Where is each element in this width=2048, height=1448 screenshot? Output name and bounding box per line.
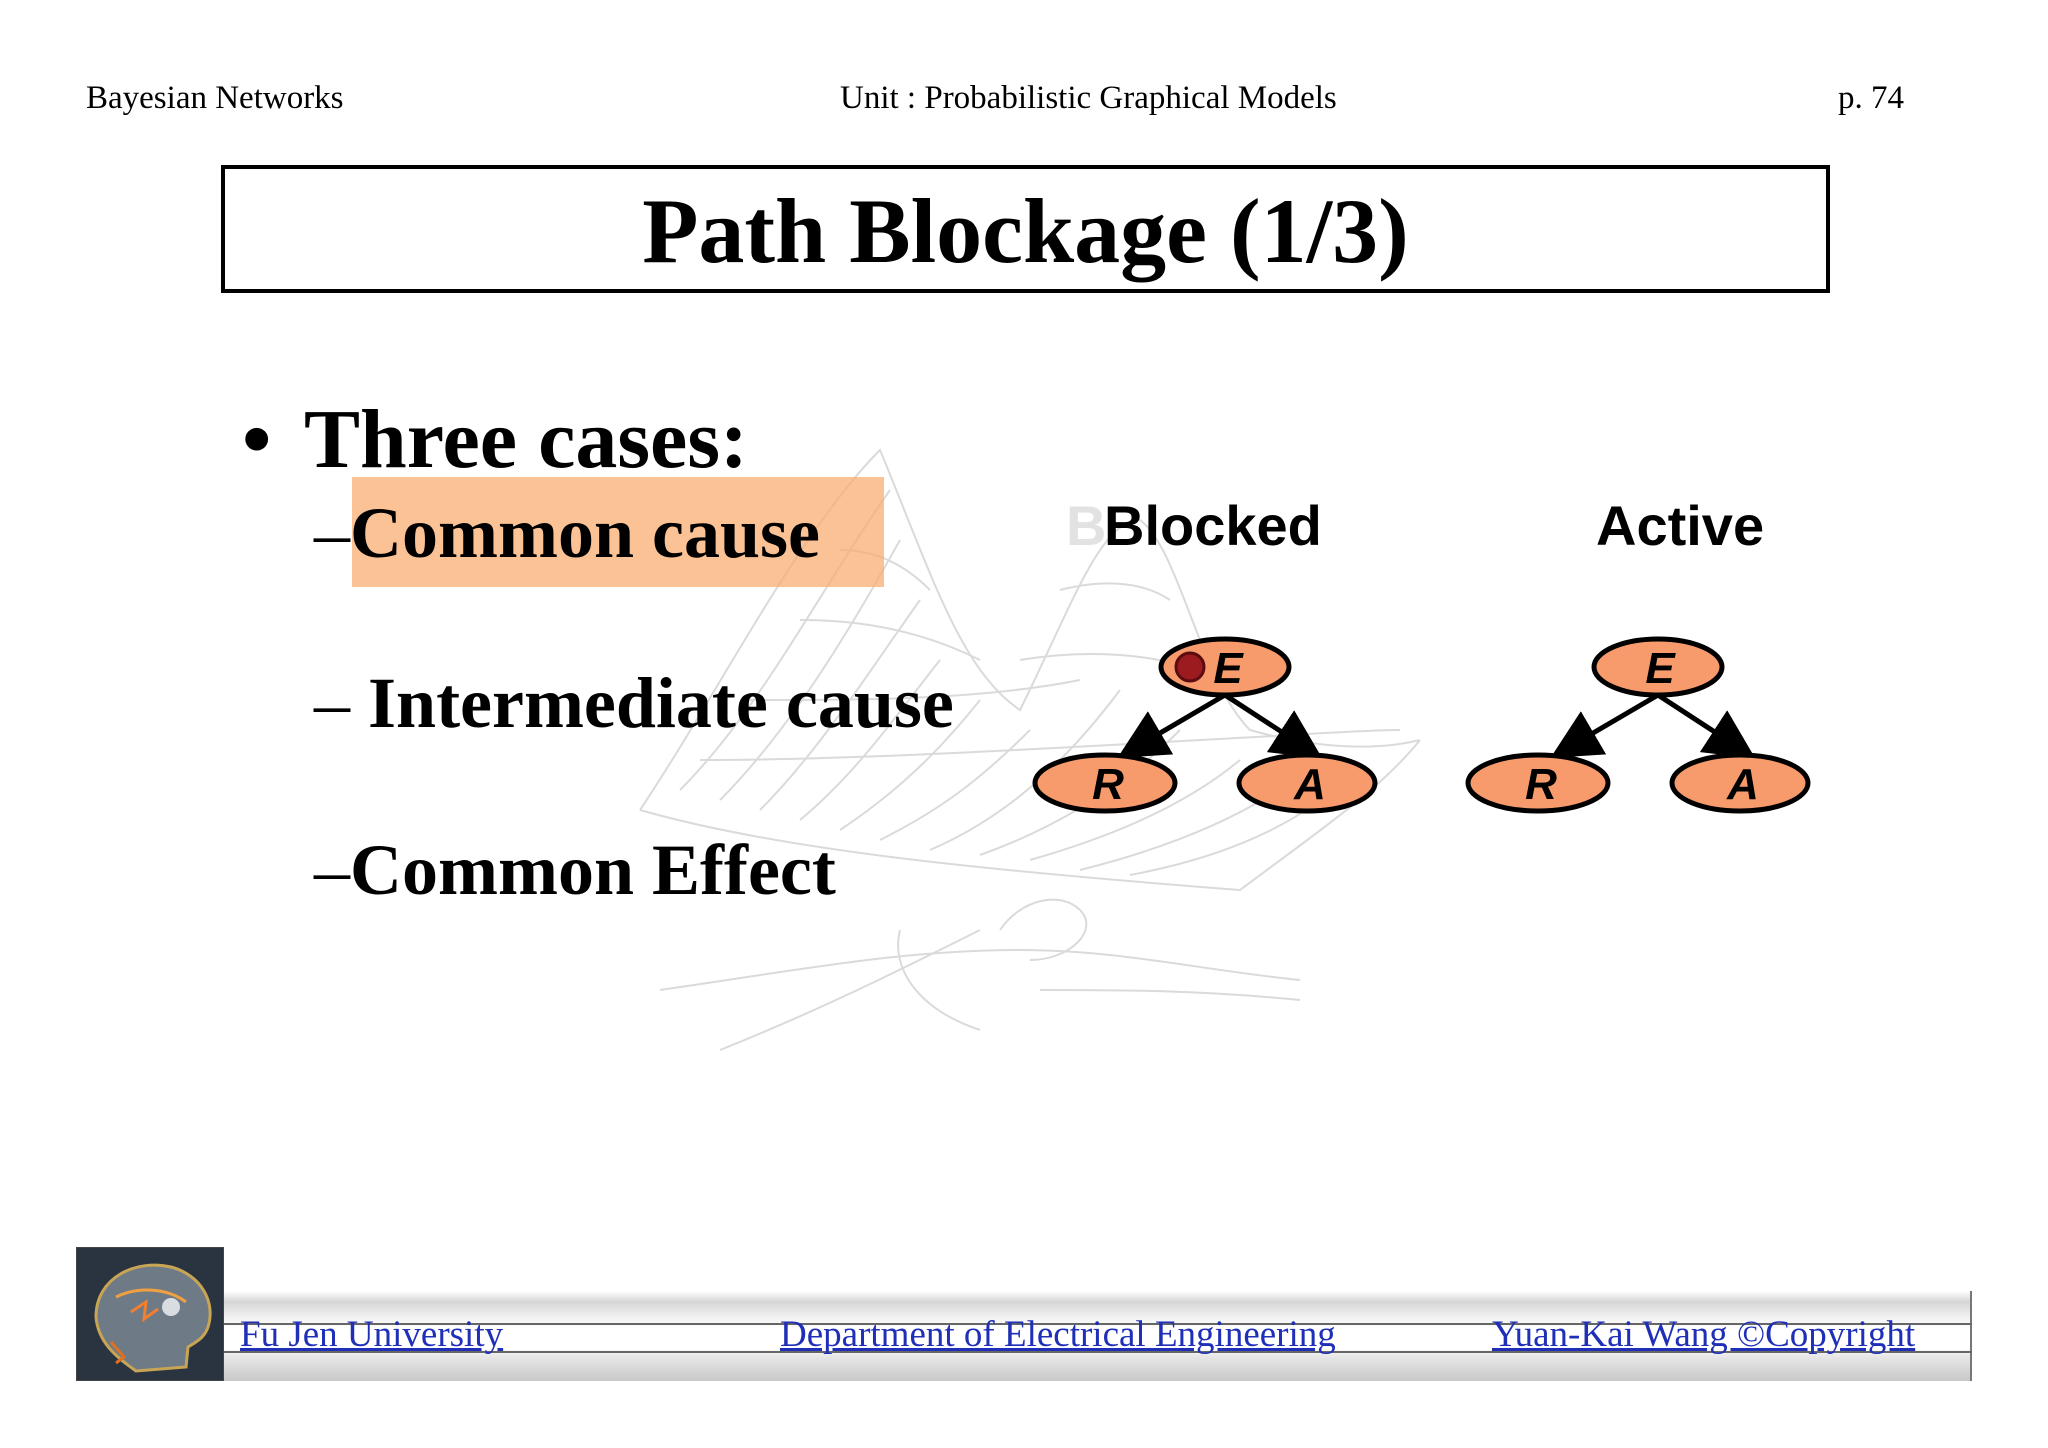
node-r bbox=[1032, 752, 1178, 814]
blocked-ghost-letter: B bbox=[1066, 494, 1107, 557]
footer-divider bbox=[224, 1351, 1972, 1353]
header-unit: Unit : Probabilistic Graphical Models bbox=[840, 80, 1337, 116]
active-graph: E R A bbox=[1465, 636, 1811, 814]
slide-title: Path Blockage (1/3) bbox=[642, 180, 1409, 282]
footer-divider bbox=[224, 1323, 1972, 1325]
node-e bbox=[1591, 636, 1725, 698]
node-e-label: E bbox=[1213, 644, 1244, 693]
active-label: Active bbox=[1596, 494, 1765, 557]
item-label: Common Effect bbox=[350, 830, 836, 910]
bullet-heading-text: Three cases: bbox=[304, 393, 748, 486]
item-dash: – bbox=[314, 830, 350, 910]
footer: Fu Jen University Department of Electric… bbox=[76, 1247, 1972, 1381]
footer-department-link[interactable]: Department of Electrical Engineering bbox=[780, 1314, 1336, 1355]
item-label: Intermediate cause bbox=[368, 663, 954, 743]
node-a-label: A bbox=[1726, 760, 1759, 809]
item-dash: – bbox=[314, 663, 368, 743]
bullet-dot: • bbox=[242, 393, 272, 486]
node-r-label: R bbox=[1525, 760, 1557, 809]
footer-copyright-link[interactable]: Yuan-Kai Wang ©Copyright bbox=[1492, 1314, 1916, 1355]
edge-e-a bbox=[1223, 692, 1323, 759]
edge-e-r bbox=[1550, 692, 1660, 759]
node-a bbox=[1236, 752, 1378, 814]
head-scan-icon bbox=[76, 1247, 224, 1381]
footer-bar bbox=[224, 1291, 1972, 1381]
title-box: Path Blockage (1/3) bbox=[221, 165, 1830, 293]
edge-e-r bbox=[1117, 692, 1227, 759]
list-item-common-effect: –Common Effect bbox=[314, 834, 836, 906]
node-e-label: E bbox=[1645, 644, 1676, 693]
observed-marker bbox=[1174, 651, 1206, 683]
item-dash: – bbox=[314, 493, 350, 573]
page-number: p. 74 bbox=[1838, 80, 1904, 116]
header-course: Bayesian Networks bbox=[86, 80, 344, 116]
blocked-graph: E R A bbox=[1032, 636, 1378, 814]
footer-university-link[interactable]: Fu Jen University bbox=[240, 1314, 504, 1355]
highlight-common-cause bbox=[352, 477, 884, 587]
node-a bbox=[1669, 752, 1811, 814]
list-item-intermediate-cause: – Intermediate cause bbox=[314, 667, 954, 739]
list-item-common-cause: –Common cause bbox=[314, 497, 820, 569]
bullet-heading: •Three cases: bbox=[242, 398, 748, 482]
node-r bbox=[1465, 752, 1611, 814]
node-a-label: A bbox=[1293, 760, 1326, 809]
blocked-label: Blocked bbox=[1104, 494, 1322, 557]
item-label: Common cause bbox=[350, 493, 820, 573]
node-r-label: R bbox=[1092, 760, 1124, 809]
edge-e-a bbox=[1656, 692, 1756, 759]
